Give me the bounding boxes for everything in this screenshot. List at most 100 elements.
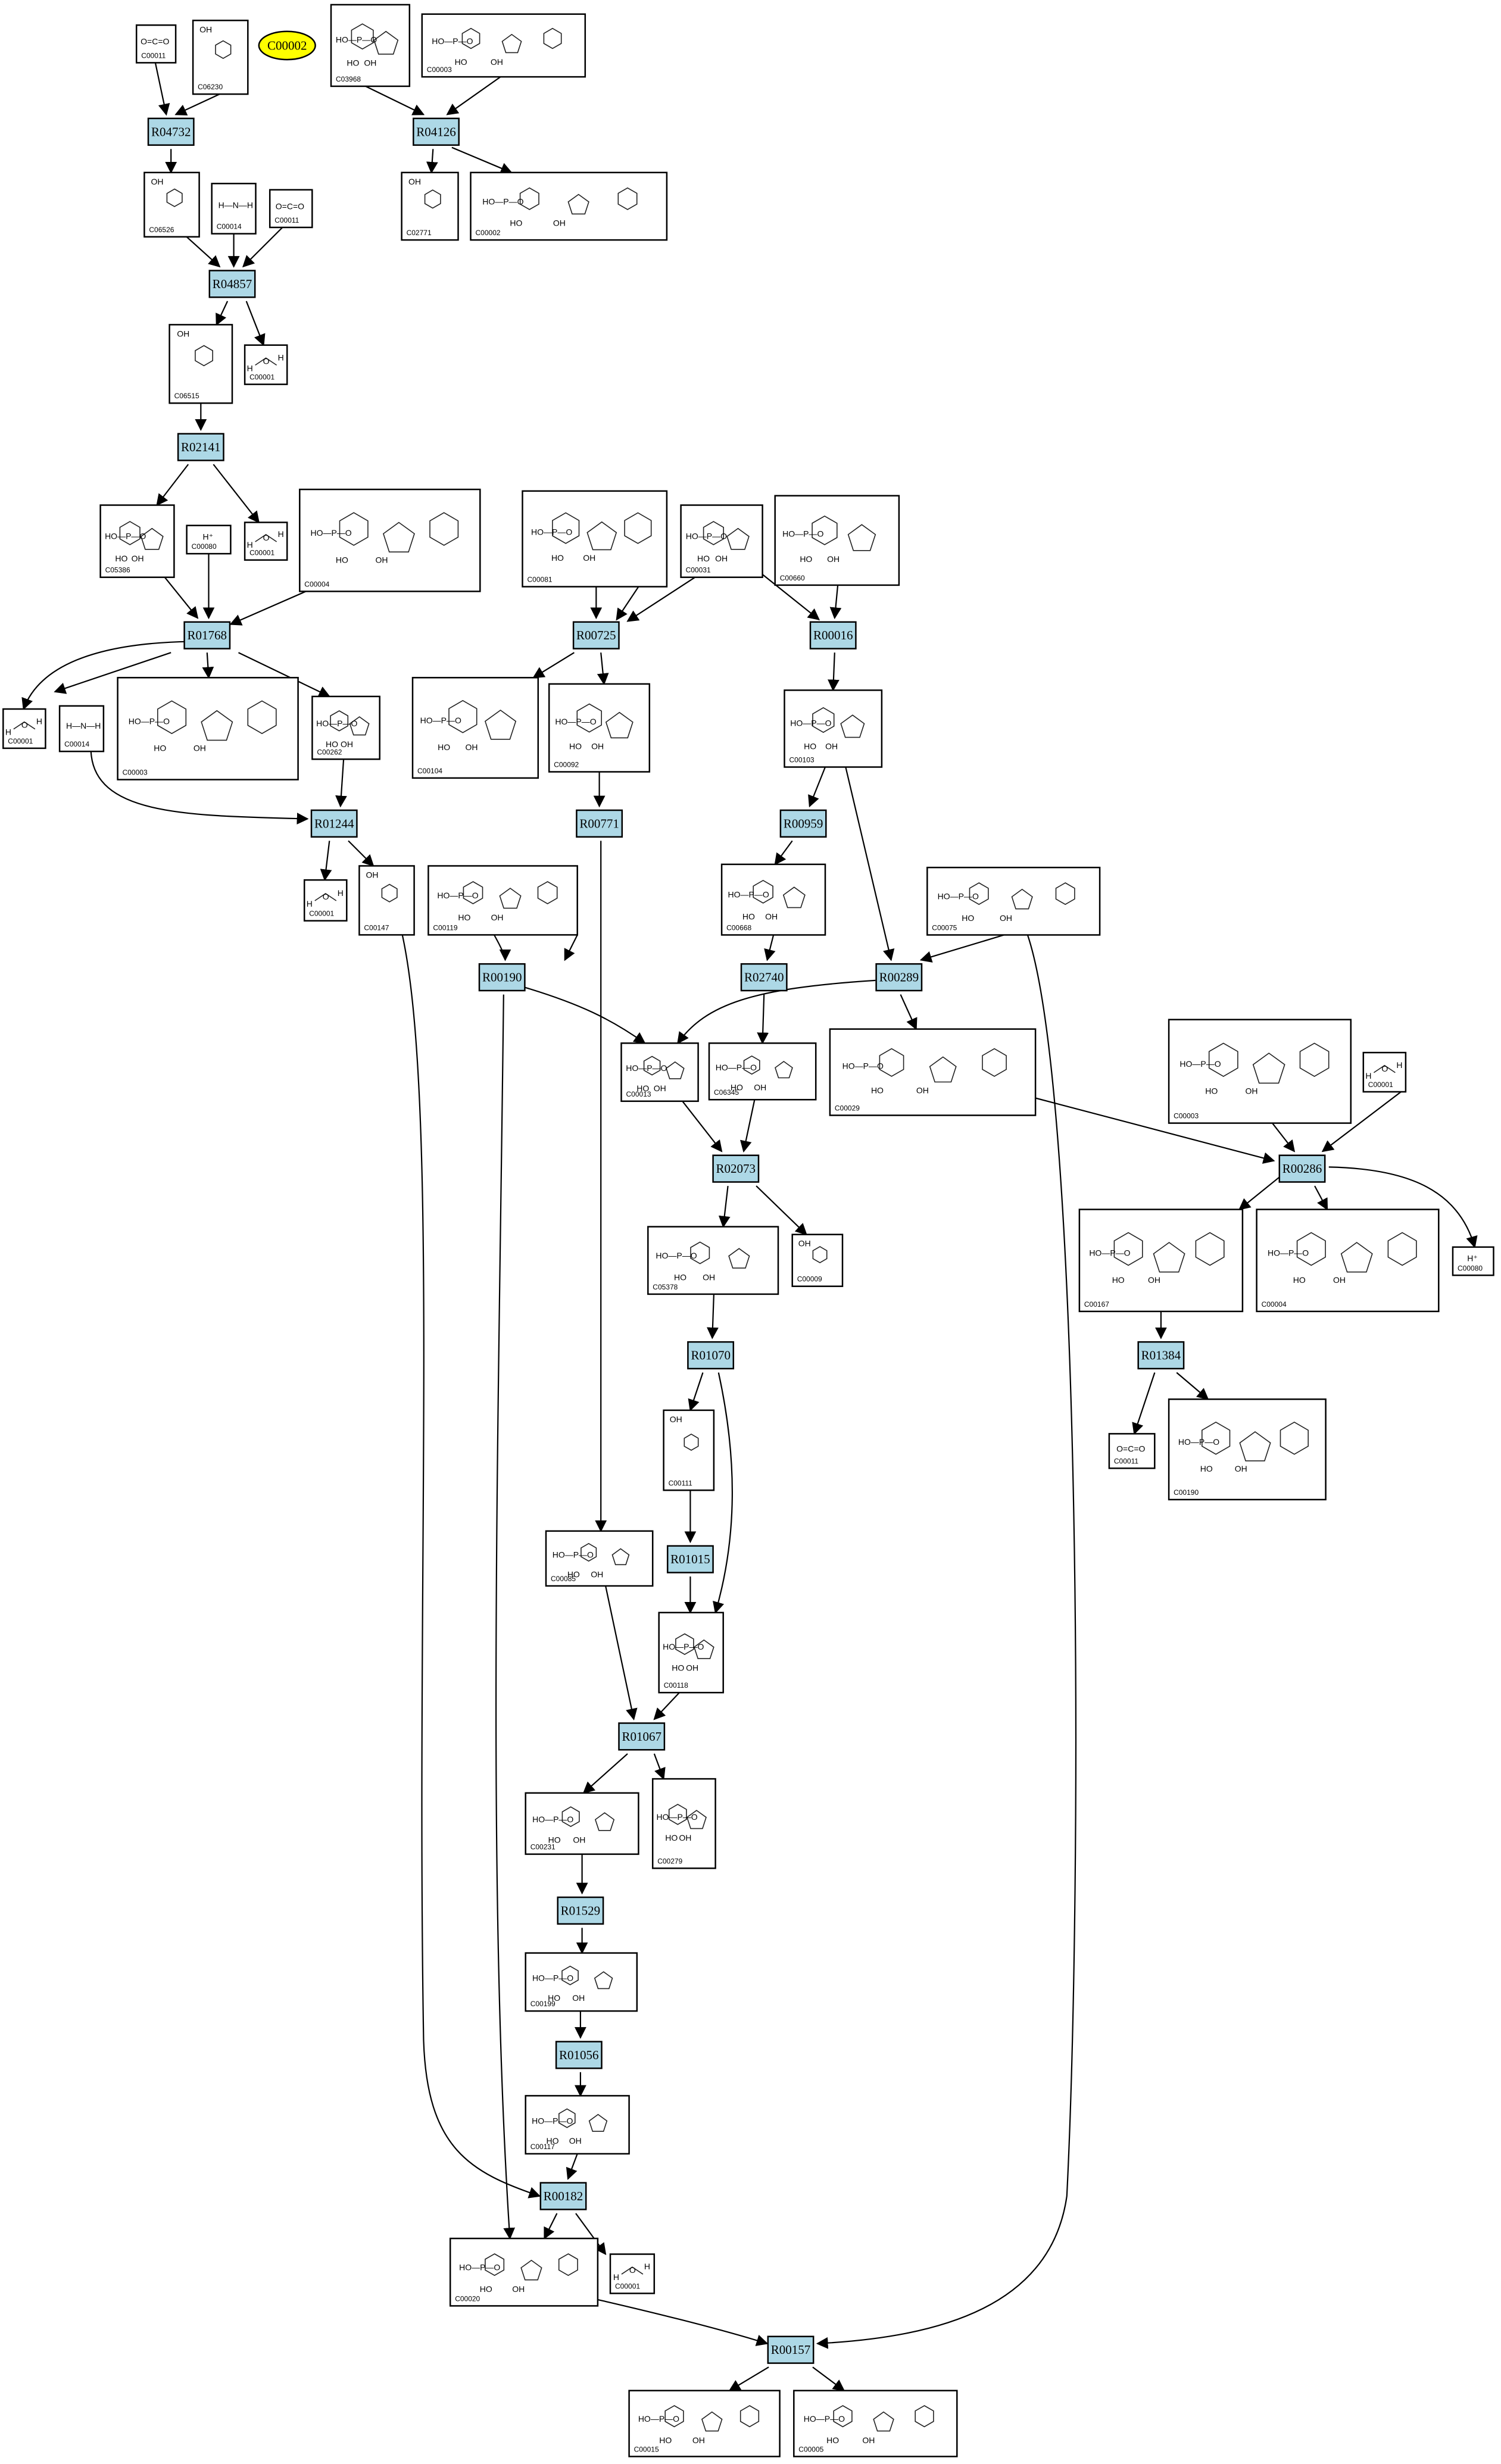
reaction-box[interactable]	[208, 270, 256, 298]
reaction-box[interactable]	[1137, 1341, 1185, 1370]
reaction-node[interactable]: R04857	[208, 270, 256, 298]
reaction-box[interactable]	[555, 2041, 603, 2069]
compound-box[interactable]	[525, 1792, 639, 1855]
compound-box[interactable]	[244, 521, 288, 561]
reaction-box[interactable]	[779, 809, 827, 838]
reaction-box[interactable]	[1278, 1154, 1326, 1183]
reaction-node[interactable]: R01384	[1137, 1341, 1185, 1370]
reaction-node[interactable]: R00286	[1278, 1154, 1326, 1183]
reaction-node[interactable]: R00157	[767, 2335, 815, 2364]
start-compound-node[interactable]: C00002	[258, 30, 316, 61]
compound-box[interactable]	[303, 879, 348, 922]
compound-box[interactable]	[708, 1042, 817, 1101]
reaction-box[interactable]	[809, 621, 857, 649]
reaction-box[interactable]	[712, 1154, 760, 1183]
reaction-box[interactable]	[767, 2335, 815, 2364]
compound-box[interactable]	[545, 1530, 654, 1587]
reaction-node[interactable]: R01244	[310, 809, 358, 838]
compound-box[interactable]	[525, 1952, 638, 2012]
reaction-node[interactable]: R01067	[618, 1722, 666, 1751]
compound-box[interactable]	[2, 708, 46, 749]
reaction-box[interactable]	[557, 1896, 604, 1925]
compound-box[interactable]	[269, 189, 313, 229]
reaction-box[interactable]	[666, 1545, 714, 1573]
compound-box[interactable]	[651, 1778, 716, 1869]
compound-box[interactable]	[1362, 1051, 1407, 1093]
compound-box[interactable]	[1108, 1433, 1156, 1469]
compound-box[interactable]	[548, 683, 651, 773]
reaction-box[interactable]	[413, 117, 460, 146]
compound-box[interactable]	[1168, 1398, 1327, 1501]
reaction-box[interactable]	[539, 2182, 587, 2210]
compound-box[interactable]	[663, 1409, 715, 1491]
compound-box[interactable]	[784, 689, 883, 768]
compound-box[interactable]	[658, 1612, 724, 1694]
compound-box[interactable]	[1452, 1246, 1494, 1276]
compound-box[interactable]	[299, 488, 481, 592]
compound-box[interactable]	[135, 24, 177, 64]
compound-box[interactable]	[647, 1226, 779, 1295]
reaction-node[interactable]: R01015	[666, 1545, 714, 1573]
reaction-box[interactable]	[310, 809, 358, 838]
reaction-node[interactable]: R02073	[712, 1154, 760, 1183]
compound-node[interactable]: H⁺C00080	[186, 524, 232, 555]
reaction-node[interactable]: R00016	[809, 621, 857, 649]
compound-box[interactable]	[774, 495, 900, 586]
compound-box[interactable]	[609, 2253, 656, 2294]
reaction-box[interactable]	[478, 963, 526, 992]
reaction-node[interactable]: R00771	[576, 809, 623, 838]
reaction-node[interactable]: R04732	[147, 117, 195, 146]
reaction-node[interactable]: R02141	[177, 433, 224, 461]
compound-box[interactable]	[522, 490, 668, 588]
reaction-box[interactable]	[183, 621, 231, 649]
reaction-box[interactable]	[177, 433, 224, 461]
compound-box[interactable]	[311, 695, 380, 760]
reaction-node[interactable]: R00725	[572, 621, 620, 649]
compound-box[interactable]	[791, 1233, 844, 1287]
reaction-node[interactable]: R02740	[740, 963, 788, 992]
reaction-box[interactable]	[875, 963, 923, 992]
compound-box[interactable]	[720, 863, 826, 936]
compound-box[interactable]	[117, 677, 299, 780]
reaction-box[interactable]	[147, 117, 195, 146]
reaction-box[interactable]	[740, 963, 788, 992]
start-compound-ellipse[interactable]	[258, 30, 316, 61]
